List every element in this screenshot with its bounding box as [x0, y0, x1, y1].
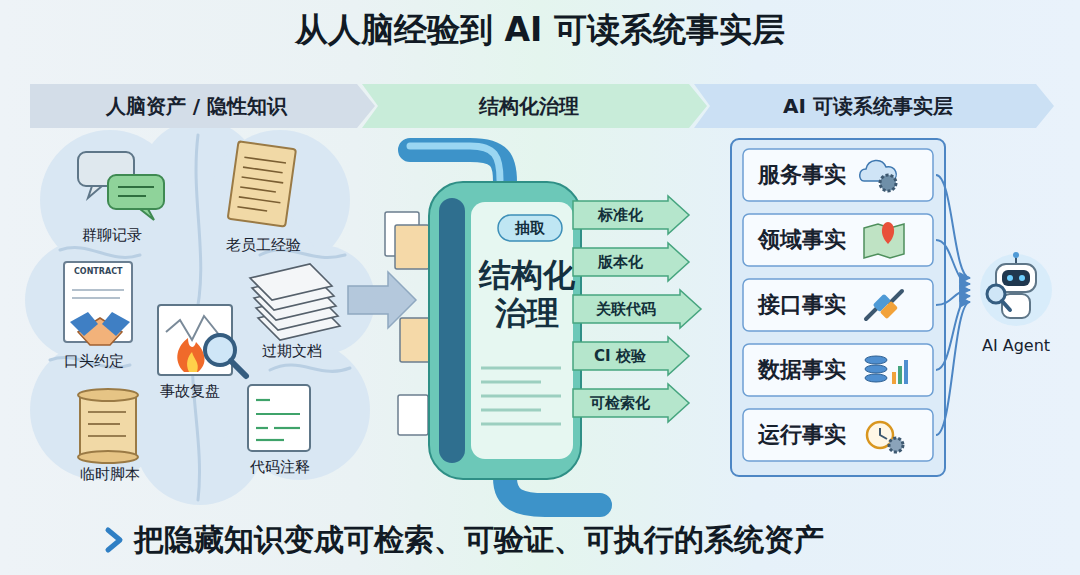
header-band: AI 可读系统事实层 — [694, 84, 1054, 128]
node-text: 可检索化 — [590, 394, 650, 413]
robot-icon — [980, 252, 1052, 326]
cylinder-panel — [471, 202, 573, 459]
fact-box-shape — [743, 214, 933, 266]
node-text: CI 校验 — [594, 347, 646, 366]
fact-box: 接口事实 — [742, 278, 934, 332]
icon-label: 过期文档 — [262, 342, 322, 361]
node-text: 标准化 — [598, 206, 643, 225]
fact-icon — [865, 356, 908, 384]
icon-label: 群聊记录 — [82, 226, 142, 245]
icon-label: CONTRACT — [74, 267, 123, 276]
scroll-icon — [78, 389, 138, 463]
incident-icon — [158, 305, 246, 376]
fact-box: 服务事实 — [742, 148, 934, 202]
output-arrow: 版本化 — [572, 243, 690, 281]
panel-line — [481, 381, 541, 384]
fact-box-shape — [743, 409, 933, 461]
node-text: 结构化 治理 — [477, 256, 577, 333]
panel-line — [481, 395, 561, 398]
code-icon — [248, 385, 310, 451]
icon-label: 代码注释 — [250, 458, 310, 477]
step-pill: 抽取 — [497, 214, 563, 242]
process-cylinder: 结构化 治理抽取 — [425, 178, 585, 483]
fact-box: 领域事实 — [742, 213, 934, 267]
fact-icon — [860, 160, 897, 191]
fact-box-shape — [743, 279, 933, 331]
connector — [936, 240, 970, 284]
cylinder-body — [429, 182, 581, 479]
pill-shape — [498, 215, 562, 241]
arrow-shape — [573, 243, 689, 281]
header-band: 结构化治理 — [362, 84, 707, 128]
node-text: AI 可读系统事实层 — [783, 93, 953, 120]
title: 从人脑经验到 AI 可读系统事实层 — [0, 8, 1080, 53]
output-arrow: 标准化 — [572, 196, 690, 234]
output-arrow: 关联代码 — [572, 290, 702, 328]
fact-box: 数据事实 — [742, 343, 934, 397]
paper-icon — [228, 141, 296, 226]
node-text: AI Agent — [966, 336, 1066, 355]
node-text: 关联代码 — [596, 300, 656, 319]
fact-panel — [731, 139, 945, 476]
band-shape — [30, 84, 375, 128]
fact-icon — [864, 222, 904, 258]
agent-node: AI Agent — [966, 250, 1066, 368]
contract-icon — [64, 262, 132, 345]
node-text: 结构化治理 — [479, 93, 579, 120]
node-text: 数据事实 — [758, 355, 846, 385]
panel-line — [481, 367, 561, 370]
node-text: 运行事实 — [758, 420, 846, 450]
cylinder-core — [439, 198, 465, 463]
band-shape — [694, 84, 1054, 128]
header-band: 人脑资产 / 隐性知识 — [30, 84, 375, 128]
brain — [25, 120, 375, 505]
node-text: 服务事实 — [758, 160, 846, 190]
node-text: 版本化 — [598, 253, 643, 272]
panel-line — [481, 423, 561, 426]
node-text: 接口事实 — [758, 290, 846, 320]
band-shape — [362, 84, 707, 128]
icon-label: 老员工经验 — [226, 236, 301, 255]
connector — [936, 302, 970, 435]
arrow-shape — [573, 384, 689, 422]
fact-icon — [867, 422, 903, 452]
caption: 把隐藏知识变成可检索、可验证、可执行的系统资产 — [134, 520, 824, 561]
icon-label: 口头约定 — [64, 352, 124, 371]
fact-box: 运行事实 — [742, 408, 934, 462]
panel-line — [481, 409, 541, 412]
chat-icon — [78, 152, 164, 220]
node-text: 领域事实 — [758, 225, 846, 255]
fact-box-shape — [743, 344, 933, 396]
fact-icon — [866, 291, 902, 319]
fact-box-shape — [743, 149, 933, 201]
output-arrow: 可检索化 — [572, 384, 690, 422]
pipe — [410, 146, 600, 505]
arrow-shape — [573, 196, 689, 234]
icon-label: 临时脚本 — [80, 465, 140, 484]
node-text: 人脑资产 / 隐性知识 — [106, 93, 287, 120]
arrow-shape — [573, 337, 689, 375]
output-arrow: CI 校验 — [572, 337, 690, 375]
node-text: 抽取 — [515, 219, 545, 238]
caption-chevron — [108, 530, 120, 550]
stack-icon — [250, 264, 340, 340]
arrow-shape — [573, 290, 701, 328]
doc-icons — [385, 212, 434, 435]
icon-label: 事故复盘 — [160, 382, 220, 401]
